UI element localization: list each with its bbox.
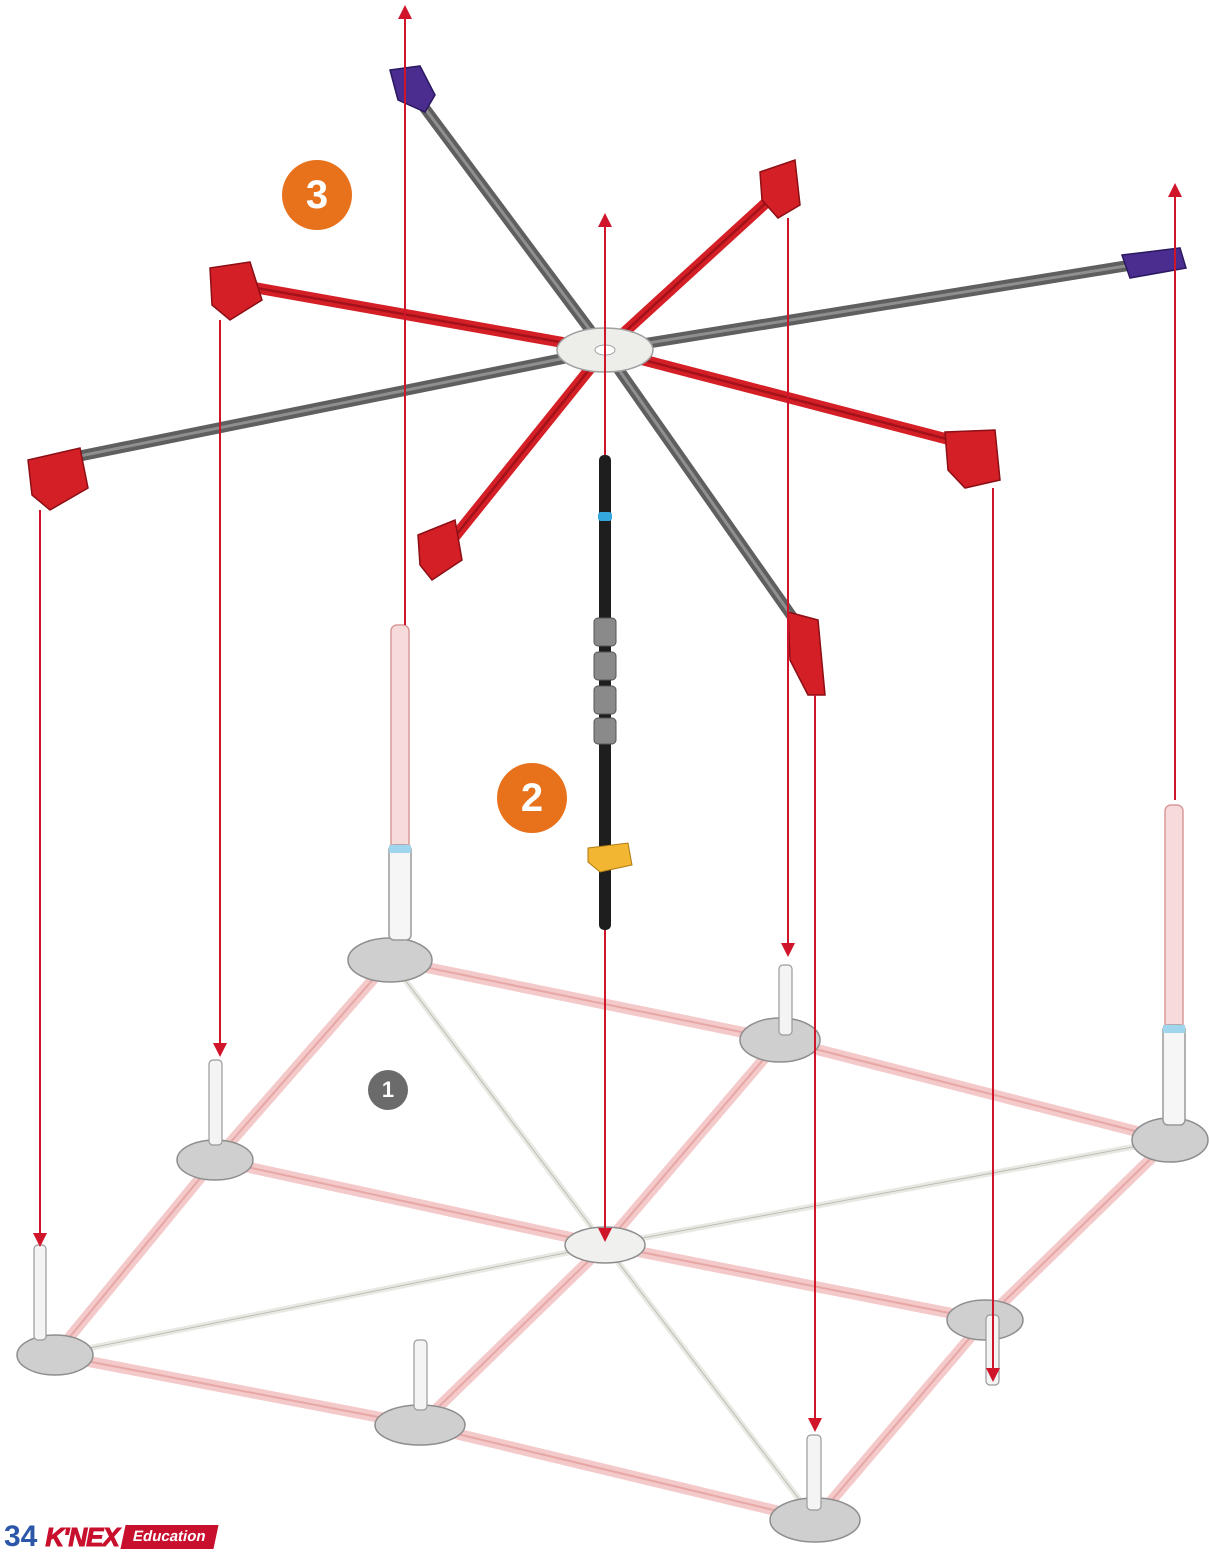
step-2-badge: 2 (497, 763, 567, 833)
assembly-arrows (33, 5, 1182, 1432)
logo-tag: Education (120, 1525, 218, 1549)
tall-post-left (388, 624, 412, 941)
page-number: 34 (4, 1520, 38, 1553)
step-1-badge: 1 (368, 1070, 408, 1110)
tall-post-right (1162, 804, 1186, 1126)
center-shaft (587, 455, 633, 930)
step-3-badge: 3 (282, 160, 352, 230)
logo-brand: K'NEX (45, 1521, 120, 1552)
page-footer: 34 K'NEX Education (4, 1518, 218, 1556)
knex-logo-icon: K'NEX Education (45, 1521, 218, 1552)
base-frame (16, 624, 1209, 1543)
top-star (27, 65, 1187, 696)
